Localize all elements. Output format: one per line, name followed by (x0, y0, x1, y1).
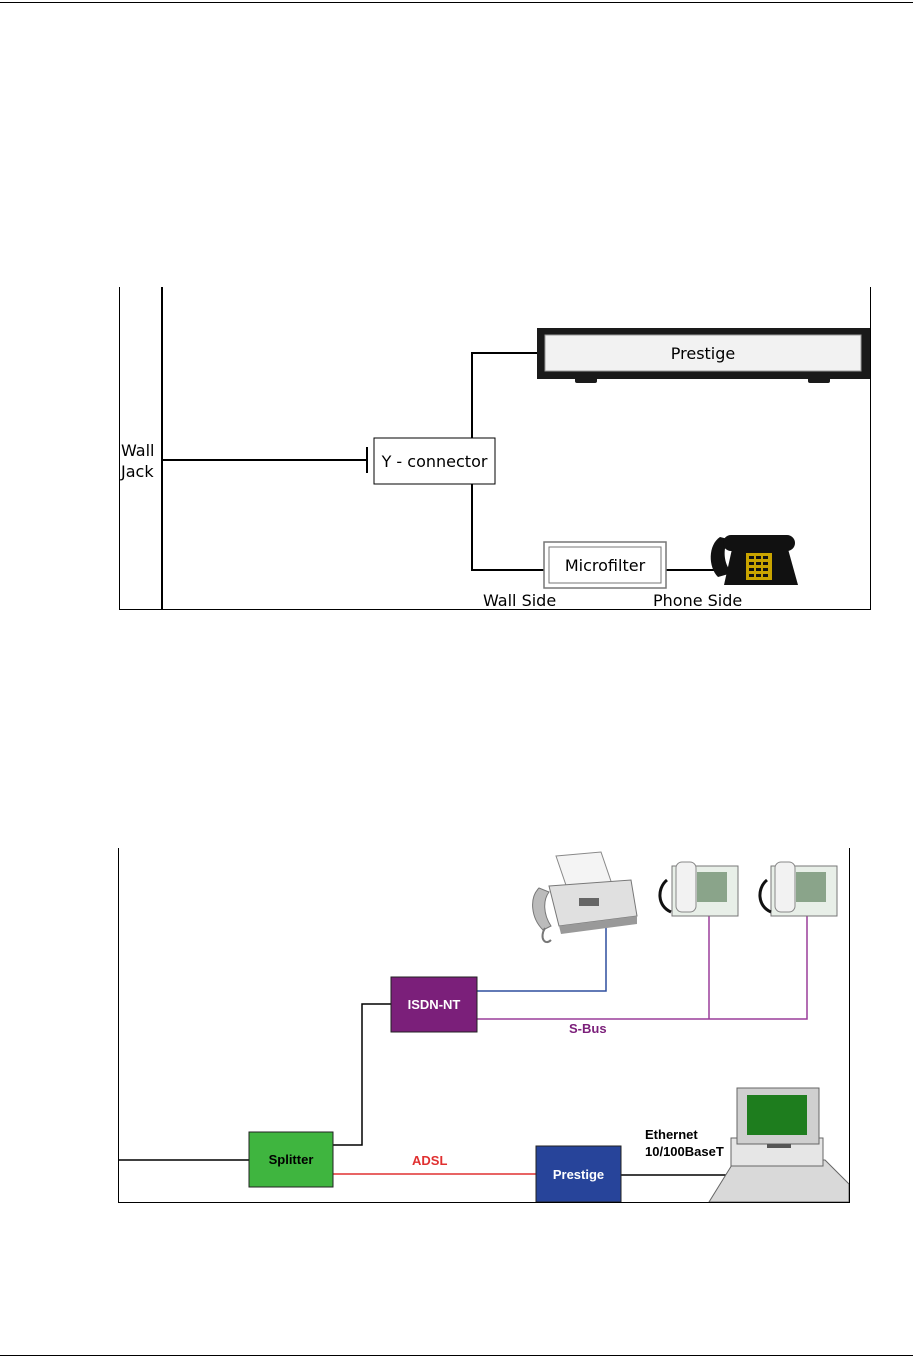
wall-jack-label-line2: Jack (121, 462, 154, 481)
microfilter-label: Microfilter (549, 547, 661, 583)
y-to-microfilter-line (472, 484, 545, 570)
isdn-phone-icon-2 (760, 862, 837, 916)
prestige-label: Prestige (545, 335, 861, 371)
isdn-nt-label: ISDN-NT (391, 977, 477, 1032)
s-bus-label: S-Bus (569, 1021, 607, 1036)
isdn-splitter-diagram: ISDN-NT Splitter Prestige S-Bus ADSL Eth… (118, 848, 850, 1203)
y-connector-label: Y - connector (374, 438, 495, 484)
ethernet-label-line2: 10/100BaseT (645, 1144, 724, 1159)
adsl-label: ADSL (412, 1153, 447, 1168)
y-to-prestige-line (472, 353, 538, 438)
telephone-icon (711, 535, 798, 585)
top-rule (0, 2, 913, 3)
wall-jack-label-line1: Wall (121, 441, 155, 460)
fax-machine-icon (533, 852, 637, 942)
bottom-rule (0, 1355, 913, 1356)
ethernet-label-line1: Ethernet (645, 1127, 698, 1142)
phone-side-label: Phone Side (653, 591, 742, 610)
computer-icon (709, 1088, 849, 1202)
isdn-phone-icon-1 (660, 862, 738, 916)
wall-side-label: Wall Side (483, 591, 556, 610)
prestige-label: Prestige (536, 1146, 621, 1202)
splitter-to-isdn-line (333, 1004, 391, 1145)
s-bus-line (477, 910, 807, 1019)
splitter-label: Splitter (249, 1132, 333, 1187)
microfilter-connection-diagram: Wall Jack Y - connector Prestige Microfi… (119, 287, 871, 610)
diagram-lines (119, 848, 849, 1202)
